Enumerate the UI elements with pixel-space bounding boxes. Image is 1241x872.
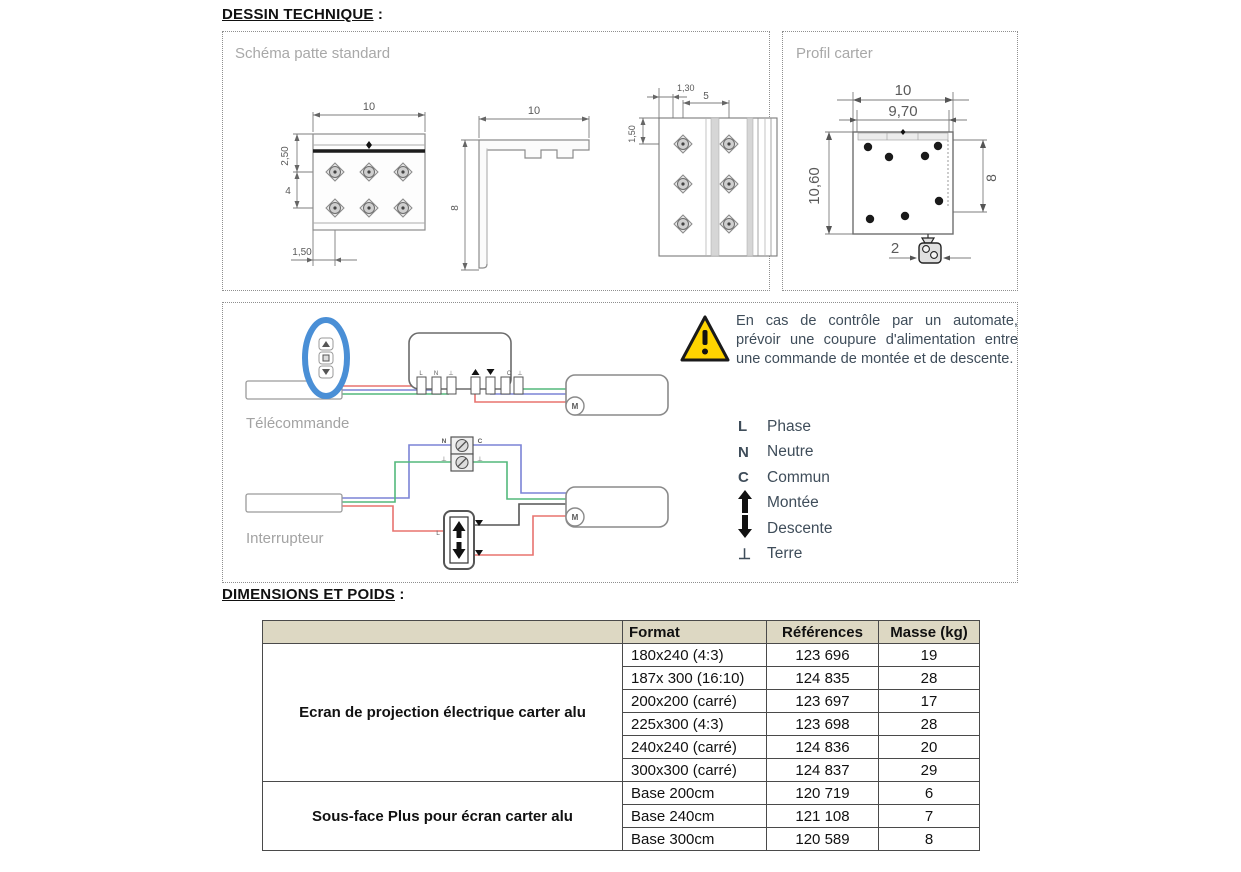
- casing-hole-dots: [863, 141, 944, 224]
- svg-text:M: M: [572, 513, 579, 522]
- remote-control-icon: [302, 317, 350, 399]
- legend-symbol-N: N: [738, 443, 749, 461]
- down-arrow-icon: [738, 515, 767, 542]
- dimensions-weight-table: Format Références Masse (kg) Ecran de pr…: [262, 620, 980, 851]
- warning-icon: [680, 315, 730, 362]
- wiring-legend: L Phase N Neutre C Commun Montée Descent…: [738, 414, 832, 567]
- bottom-connector: [918, 234, 942, 264]
- bracket-front-view-drawing: 10 2,50 4 1,50: [280, 101, 426, 266]
- dim-front-width: 10: [363, 101, 375, 113]
- dim-plan-top-offset: 1,50: [627, 125, 637, 143]
- remote-down-icon: [322, 369, 330, 375]
- dim-front-top: 2,50: [280, 146, 291, 166]
- ground-icon: ⊥: [738, 546, 752, 564]
- section-title-dimensions-poids: DIMENSIONS ET POIDS :: [222, 586, 405, 603]
- table-row: 187x 300 (16:10) 124 835 28: [263, 666, 980, 690]
- svg-text:N: N: [442, 438, 447, 445]
- dim-carter-height-left: 10,60: [806, 167, 823, 205]
- legend-item-commun: C Commun: [738, 468, 830, 487]
- motor-box-top: M: [565, 374, 669, 416]
- header-references: Références: [766, 620, 879, 644]
- switch-up-arrow-icon: [452, 521, 466, 538]
- header-masse: Masse (kg): [878, 620, 980, 644]
- dim-side-height: 8: [451, 205, 461, 211]
- switch-label: Interrupteur: [246, 530, 324, 547]
- dim-front-mid: 4: [285, 186, 291, 197]
- group-name-ecran: Ecran de projection électrique carter al…: [262, 643, 623, 782]
- bracket-panel-title: Schéma patte standard: [235, 45, 391, 62]
- dim-carter-inner-width: 9,70: [888, 103, 917, 120]
- svg-text:L: L: [436, 530, 440, 537]
- table-row: Sous-face Plus pour écran carter alu Bas…: [262, 781, 980, 851]
- dim-carter-height-right: 8: [983, 174, 999, 182]
- section-title-dessin-technique: DESSIN TECHNIQUE :: [222, 6, 384, 23]
- bracket-side-view-drawing: 10 8: [451, 105, 590, 271]
- svg-text:⊥: ⊥: [448, 370, 453, 377]
- motor-box-bottom: M: [565, 486, 669, 528]
- dim-plan-edge: 1,30: [677, 83, 695, 93]
- wiring-diagram-panel: L N ⊥ C ⊥ M: [222, 302, 1018, 583]
- remote-up-icon: [322, 341, 330, 347]
- down-arrow-terminal-icon: [486, 369, 495, 375]
- remote-stop-icon: [322, 354, 330, 362]
- casing-panel-title: Profil carter: [796, 45, 873, 62]
- remote-label: Télécommande: [246, 415, 350, 432]
- svg-text:⊥: ⊥: [477, 456, 483, 463]
- legend-item-descente: Descente: [738, 515, 832, 542]
- casing-profile-panel: Profil carter 10 9,70 1: [782, 31, 1018, 291]
- up-arrow-icon: [738, 489, 767, 517]
- table-row: Base 300cm 120 589 8: [263, 827, 980, 851]
- warning-text: En cas de contrôle par un automate, prév…: [736, 313, 1018, 367]
- table-row: Base 240cm 121 108 7: [263, 804, 980, 828]
- legend-item-terre: ⊥ Terre: [738, 545, 803, 564]
- svg-text:C: C: [478, 438, 483, 445]
- legend-item-montee: Montée: [738, 489, 832, 517]
- dim-plan-pitch: 5: [703, 91, 709, 102]
- terminal-block: N C ⊥ ⊥: [441, 436, 483, 472]
- dim-carter-bottom-width: 2: [891, 240, 899, 257]
- up-arrow-terminal-icon: [471, 369, 480, 375]
- table-header-row: Format Références Masse (kg): [262, 620, 980, 644]
- screw-icons-front: [325, 162, 413, 218]
- header-empty: [262, 620, 623, 644]
- bracket-plan-view-drawing: 1,30 5 1,50: [627, 83, 778, 257]
- legend-symbol-L: L: [738, 418, 748, 436]
- legend-symbol-C: C: [738, 469, 749, 487]
- dim-side-width: 10: [528, 105, 540, 117]
- screw-icons-plan: [673, 134, 739, 234]
- legend-item-neutre: N Neutre: [738, 443, 814, 461]
- svg-text:⊥: ⊥: [441, 456, 447, 463]
- svg-text:M: M: [572, 402, 579, 411]
- switch-down-arrow-icon: [452, 542, 466, 559]
- svg-text:N: N: [434, 371, 438, 377]
- table-row: 300x300 (carré) 124 837 29: [263, 758, 980, 782]
- dim-carter-outer-width: 10: [895, 82, 912, 99]
- header-format: Format: [622, 620, 767, 644]
- legend-item-phase: L Phase: [738, 417, 811, 436]
- group-name-sous-face: Sous-face Plus pour écran carter alu: [262, 781, 623, 851]
- table-row: Ecran de projection électrique carter al…: [262, 643, 980, 782]
- svg-text:⊥: ⊥: [517, 370, 522, 377]
- receiver-box: L N ⊥ C ⊥: [408, 332, 524, 395]
- wiring-diagram-drawing: L N ⊥ C ⊥ M: [245, 315, 730, 570]
- dim-front-offset: 1,50: [292, 247, 312, 258]
- bracket-schematic-panel: Schéma patte standard 10 2,50 4 1,50: [222, 31, 778, 291]
- power-cable-bottom: [245, 493, 343, 513]
- svg-text:C: C: [507, 371, 512, 377]
- wall-switch: L: [436, 510, 483, 570]
- casing-profile-drawing: 10 9,70 10,60 8 2: [806, 82, 999, 264]
- svg-text:L: L: [419, 371, 423, 377]
